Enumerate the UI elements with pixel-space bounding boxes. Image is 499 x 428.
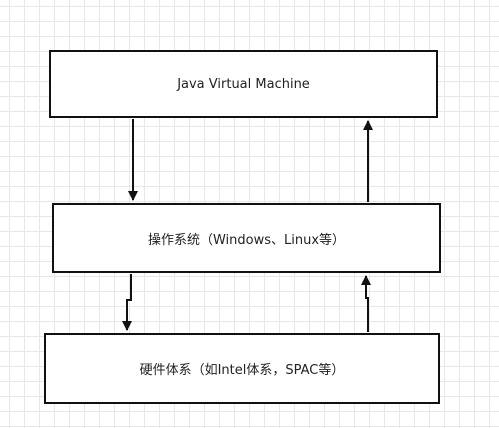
jvm-label: Java Virtual Machine [177, 76, 310, 92]
hardware-label: 硬件体系（如Intel体系，SPAC等） [139, 363, 345, 378]
os-box[interactable]: 操作系统（Windows、Linux等） [52, 203, 441, 273]
os-label: 操作系统（Windows、Linux等） [147, 232, 346, 248]
hardware-box[interactable]: 硬件体系（如Intel体系，SPAC等） [44, 333, 440, 404]
jvm-box[interactable]: Java Virtual Machine [49, 50, 438, 118]
arrow-hardware-to-os [361, 275, 371, 332]
arrow-os-to-hardware [122, 274, 132, 331]
